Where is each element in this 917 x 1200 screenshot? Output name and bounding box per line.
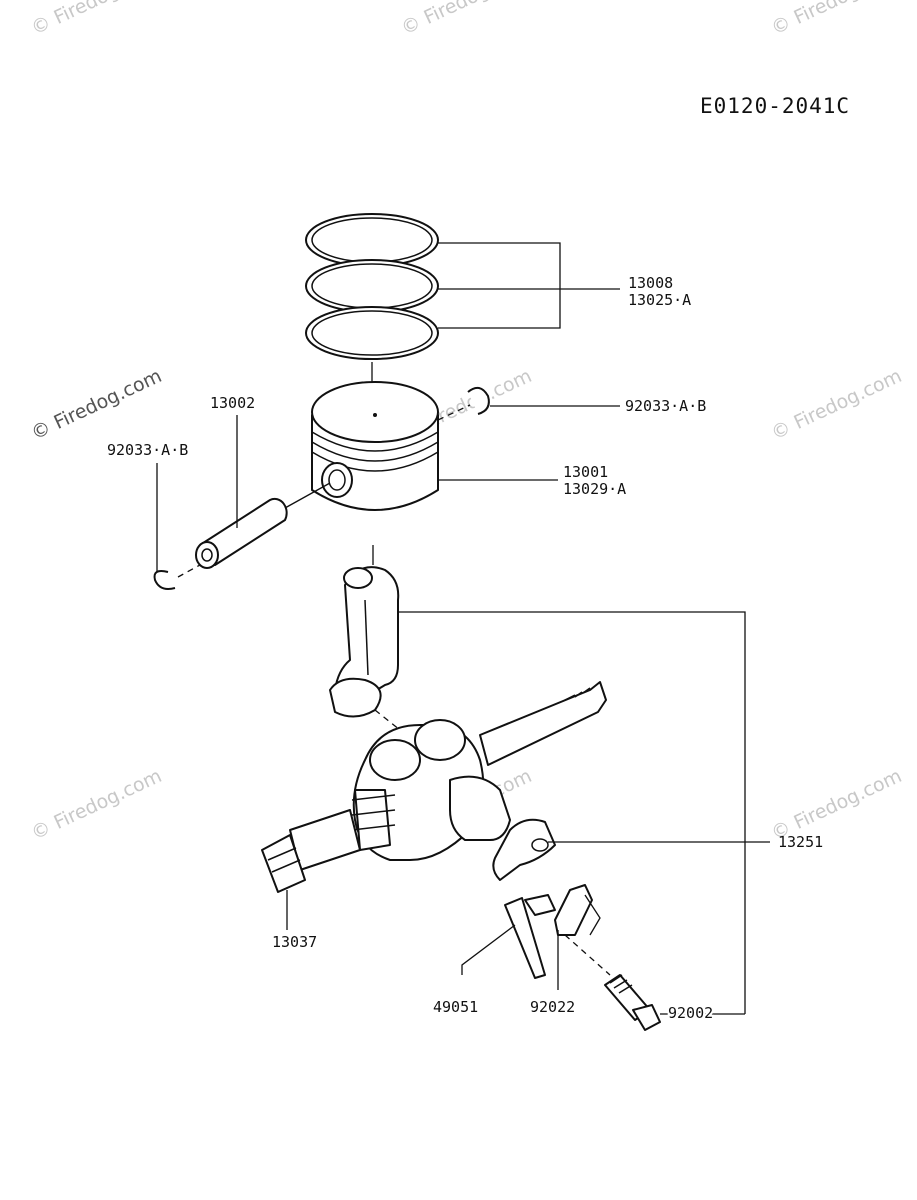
label-clip-left: 92033·A·B bbox=[107, 441, 188, 459]
label-piston-2: 13029·A bbox=[563, 480, 626, 498]
watermark: © Firedog.com bbox=[28, 365, 165, 445]
clip-right-illustration bbox=[437, 386, 620, 421]
label-clip-right: 92033·A·B bbox=[625, 397, 706, 415]
label-ring-set-2: 13025·A bbox=[628, 291, 691, 309]
piston-pin-illustration bbox=[195, 415, 331, 569]
label-crank-gear: 13037 bbox=[272, 933, 317, 951]
bearing-cap-illustration bbox=[492, 818, 556, 881]
watermark: © Firedog.com bbox=[398, 0, 535, 40]
label-piston-1: 13001 bbox=[563, 463, 608, 481]
connecting-rod-illustration bbox=[329, 545, 400, 718]
label-dipper: 49051 bbox=[433, 998, 478, 1016]
clip-left-illustration bbox=[153, 463, 201, 590]
label-piston-pin: 13002 bbox=[210, 394, 255, 412]
watermark: © Firedog.com bbox=[768, 365, 905, 445]
label-bolt: 92002 bbox=[668, 1004, 713, 1022]
label-bearing-cap: 13251 bbox=[778, 833, 823, 851]
label-lock-washer: 92022 bbox=[530, 998, 575, 1016]
piston-illustration bbox=[311, 381, 439, 511]
watermark: © Firedog.com bbox=[28, 765, 165, 845]
watermark: © Firedog.com bbox=[28, 0, 165, 40]
lock-washer-illustration bbox=[554, 884, 601, 990]
dipper-illustration bbox=[461, 894, 556, 979]
label-ring-set-1: 13008 bbox=[628, 274, 673, 292]
leader-rod-assembly bbox=[398, 611, 746, 1014]
drawing-code: E0120-2041C bbox=[700, 94, 850, 118]
watermark: © Firedog.com bbox=[768, 0, 905, 40]
watermarks: © Firedog.com © Firedog.com © Firedog.co… bbox=[28, 0, 905, 845]
crankshaft-illustration bbox=[261, 681, 607, 893]
leader-ring-set bbox=[438, 242, 561, 329]
bolt-illustration bbox=[564, 934, 661, 1031]
